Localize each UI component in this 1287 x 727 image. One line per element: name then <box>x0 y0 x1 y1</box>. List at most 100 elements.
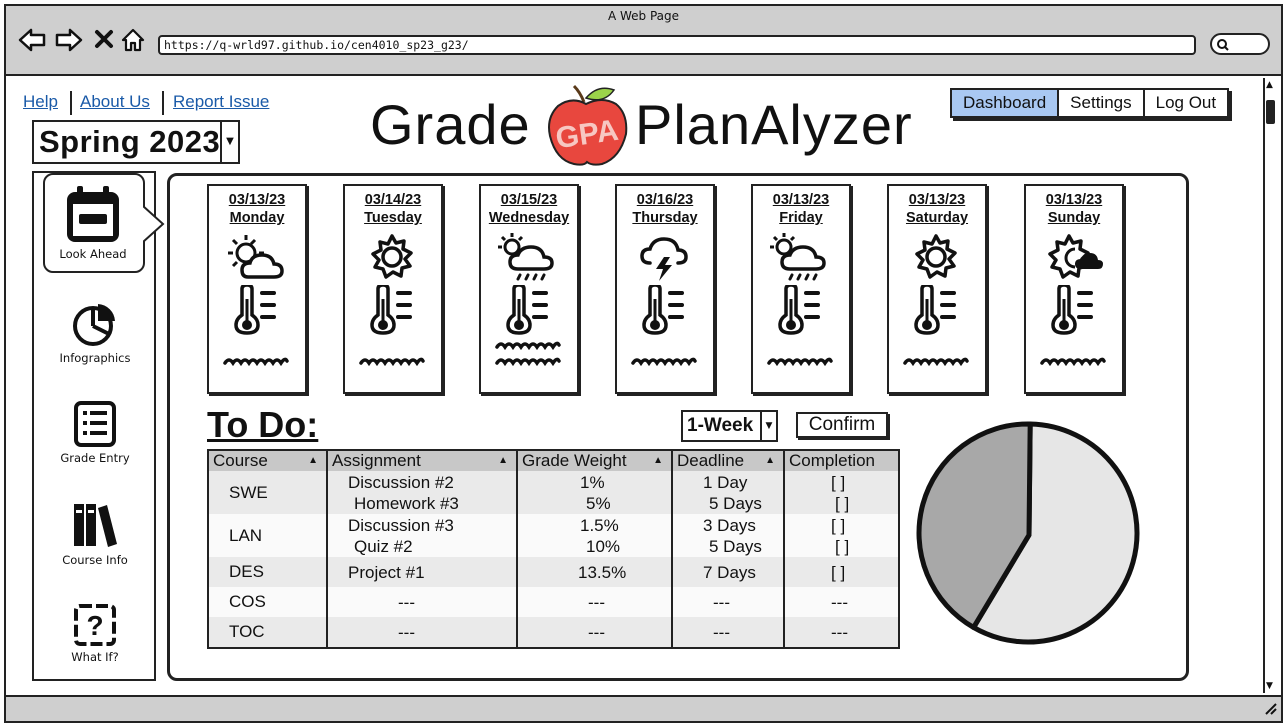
day-name: Wednesday <box>488 210 570 226</box>
column-header-label: Deadline <box>677 451 745 470</box>
thunderstorm-icon <box>640 237 688 281</box>
day-name: Monday <box>229 210 285 226</box>
completion-cell: --- <box>831 592 848 612</box>
column-header-grade-weight[interactable]: Grade Weight ▲ <box>517 451 673 471</box>
scroll-thumb[interactable] <box>1266 100 1275 124</box>
column-header-label: Grade Weight <box>522 451 627 470</box>
sun-rain-icon <box>770 233 826 281</box>
course-cell: TOC <box>229 622 265 641</box>
sidebar-item-look-ahead[interactable]: Look Ahead <box>37 184 149 261</box>
assignment-cell: Project #1 <box>348 562 425 582</box>
magnifier-icon <box>1217 39 1229 51</box>
sort-icon[interactable]: ▲ <box>498 455 508 466</box>
assignment-cell: --- <box>398 592 415 612</box>
url-bar[interactable]: https://q-wrld97.github.io/cen4010_sp23_… <box>158 35 1196 55</box>
completion-checkbox[interactable]: [ ] <box>831 562 846 582</box>
scroll-up-icon[interactable]: ▲ <box>1266 80 1273 90</box>
column-header-deadline[interactable]: Deadline ▲ <box>672 451 785 471</box>
sidebar-item-label: Grade Entry <box>60 451 130 465</box>
apple-logo-icon: GPA <box>544 84 630 170</box>
report-issue-link[interactable]: Report Issue <box>173 92 270 111</box>
sort-icon[interactable]: ▲ <box>653 455 663 466</box>
sidebar-item-label: Infographics <box>59 351 131 365</box>
sort-icon[interactable]: ▲ <box>765 455 775 466</box>
column-header-assignment[interactable]: Assignment ▲ <box>327 451 518 471</box>
books-icon <box>74 504 117 547</box>
sidebar-item-what-if[interactable]: ? What If? <box>39 603 151 664</box>
assignment-cell: Quiz #2 <box>354 536 413 556</box>
calendar-icon <box>67 186 119 242</box>
range-select[interactable]: 1-Week ▼ <box>681 410 778 442</box>
back-icon[interactable] <box>18 28 46 56</box>
weight-cell: 1% <box>580 472 605 492</box>
scribble-icon <box>223 357 289 367</box>
weight-cell: 5% <box>586 493 611 513</box>
column-header-label: Assignment <box>332 451 421 470</box>
scribble-icon <box>631 357 697 367</box>
deadline-cell: --- <box>713 592 730 612</box>
home-icon[interactable] <box>120 27 146 57</box>
deadline-cell: 1 Day <box>703 472 748 492</box>
course-cell: COS <box>229 592 266 611</box>
thermometer-icon <box>506 285 548 335</box>
thermometer-icon <box>234 285 276 335</box>
browser-search-field[interactable] <box>1210 33 1270 55</box>
day-date: 03/13/23 <box>772 192 830 208</box>
weight-cell: 13.5% <box>578 562 627 582</box>
column-header-course[interactable]: Course▲ <box>209 451 328 471</box>
forward-icon[interactable] <box>55 28 83 56</box>
chevron-down-icon[interactable]: ▼ <box>760 412 776 440</box>
vertical-scrollbar[interactable] <box>1263 78 1279 693</box>
resize-grip-icon[interactable] <box>1262 700 1278 720</box>
column-header-completion[interactable]: Completion <box>784 451 898 471</box>
term-select[interactable]: Spring 2023 ▼ <box>32 120 240 164</box>
column-header-label: Completion <box>789 451 875 470</box>
completion-checkbox[interactable]: [ ] <box>835 493 850 513</box>
completion-checkbox[interactable]: [ ] <box>831 515 846 535</box>
table-row[interactable]: COS --- --- --- --- <box>209 587 898 617</box>
settings-button[interactable]: Settings <box>1059 90 1145 116</box>
weight-cell: --- <box>588 592 605 612</box>
course-cell: SWE <box>229 482 268 502</box>
about-us-link[interactable]: About Us <box>80 92 150 111</box>
assignment-cell: Homework #3 <box>354 493 459 513</box>
sort-icon[interactable]: ▲ <box>308 455 318 466</box>
dashboard-button[interactable]: Dashboard <box>952 90 1060 116</box>
stop-icon[interactable] <box>94 29 114 53</box>
sidebar-item-infographics[interactable]: Infographics <box>39 300 151 365</box>
thermometer-icon <box>778 285 820 335</box>
day-date: 03/13/23 <box>228 192 286 208</box>
chevron-down-icon[interactable]: ▼ <box>220 122 238 162</box>
assignment-cell: --- <box>398 622 415 642</box>
thermometer-icon <box>1051 285 1093 335</box>
day-name: Friday <box>779 210 823 226</box>
confirm-button[interactable]: Confirm <box>796 412 888 438</box>
sun-icon <box>371 234 413 279</box>
scroll-down-icon[interactable]: ▼ <box>1266 681 1273 691</box>
help-link[interactable]: Help <box>23 92 58 111</box>
sidebar-item-grade-entry[interactable]: Grade Entry <box>39 400 151 465</box>
sidebar-item-course-info[interactable]: Course Info <box>39 500 151 567</box>
table-row[interactable]: TOC------------ <box>209 617 898 647</box>
scribble-icon <box>359 357 425 367</box>
deadline-cell: --- <box>713 622 730 642</box>
day-name: Thursday <box>632 210 698 226</box>
pie-slice <box>916 421 1033 630</box>
completion-checkbox[interactable]: [ ] <box>831 472 846 492</box>
logout-button[interactable]: Log Out <box>1144 90 1228 116</box>
thermometer-icon <box>642 285 684 335</box>
course-cell: LAN <box>229 525 263 545</box>
weight-cell: --- <box>588 622 605 642</box>
completion-checkbox[interactable]: [ ] <box>835 536 850 556</box>
day-date: 03/13/23 <box>908 192 966 208</box>
